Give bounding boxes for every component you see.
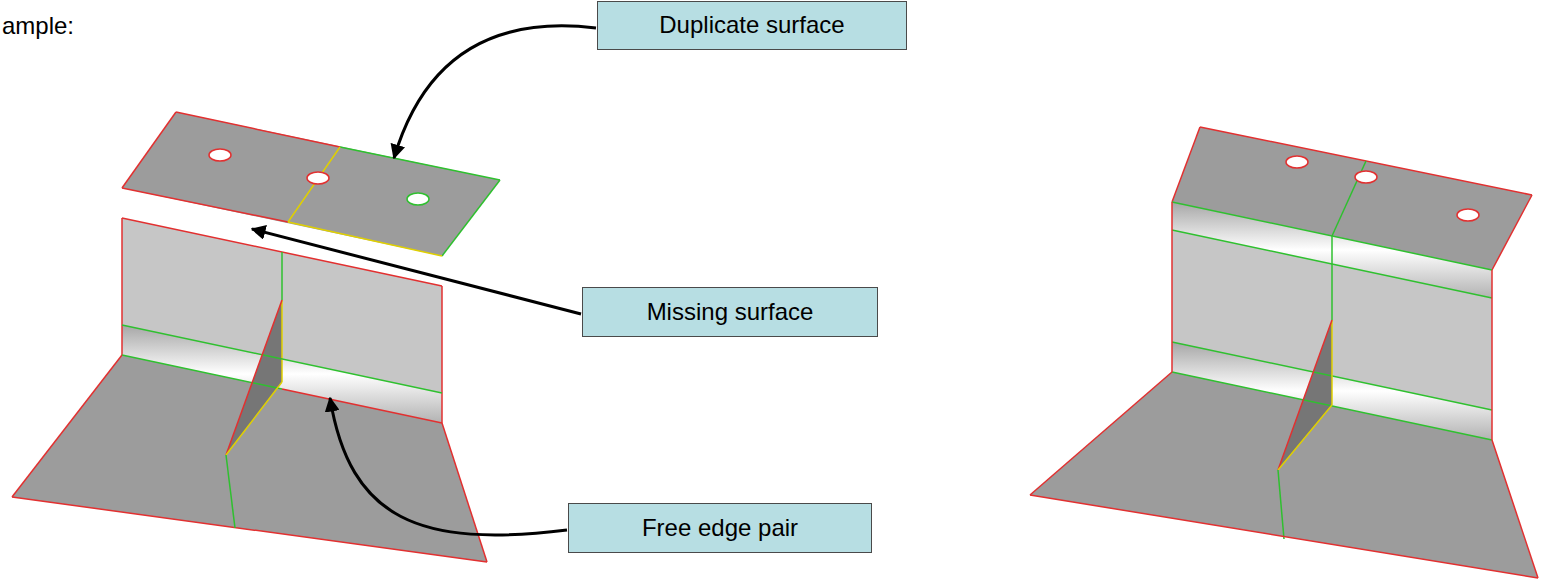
leader-arrow — [252, 229, 581, 314]
shared-edge — [281, 252, 283, 300]
overlap-edge — [281, 300, 283, 382]
hole — [1286, 156, 1308, 168]
free-edge — [1030, 495, 1538, 578]
bottom-flange — [12, 355, 487, 562]
free-edge — [1172, 127, 1200, 202]
callout-box: Missing surface — [582, 287, 878, 337]
callout-box: Duplicate surface — [597, 1, 907, 50]
callout-box: Free edge pair — [568, 503, 872, 553]
free-edge — [1030, 372, 1172, 495]
free-edge — [1278, 320, 1332, 470]
callout-text: Missing surface — [647, 298, 814, 327]
shared-edge — [1331, 236, 1333, 320]
free-edge — [176, 112, 340, 147]
free-edge — [12, 497, 487, 562]
rib-surface — [226, 300, 282, 455]
overlap-edge — [288, 147, 340, 222]
free-edge — [442, 423, 487, 562]
free-edge — [226, 300, 282, 455]
hole — [1457, 209, 1479, 221]
repaired-part — [1030, 127, 1538, 578]
free-edge — [121, 218, 123, 355]
shared-edge — [340, 147, 500, 180]
overlap-edge — [226, 382, 282, 455]
leader-arrow — [330, 398, 567, 535]
free-edge — [1491, 270, 1493, 440]
overlap-edge — [1278, 405, 1332, 470]
free-edge — [12, 355, 122, 497]
shared-edge — [122, 355, 282, 389]
overlap-edge — [288, 222, 442, 256]
leader-arrow — [394, 26, 596, 158]
hole — [307, 172, 329, 184]
rib-surface — [1278, 320, 1332, 470]
callout-text: Free edge pair — [642, 514, 798, 543]
shared-edge — [226, 455, 235, 528]
free-edge — [441, 286, 443, 423]
overlap-edge — [1331, 320, 1333, 405]
free-edge — [1171, 202, 1173, 372]
hole — [407, 193, 429, 205]
free-edge — [1492, 195, 1532, 270]
free-edge — [122, 188, 288, 222]
hole — [1355, 171, 1377, 183]
hole — [209, 149, 231, 161]
free-edge — [1492, 440, 1538, 578]
free-edge — [122, 112, 176, 188]
heading-fragment: ample: — [2, 12, 74, 41]
shared-edge — [1278, 470, 1284, 539]
free-edge-pair — [282, 389, 442, 423]
shared-edge — [442, 180, 500, 256]
callout-text: Duplicate surface — [659, 11, 844, 40]
defective-part — [12, 112, 500, 562]
